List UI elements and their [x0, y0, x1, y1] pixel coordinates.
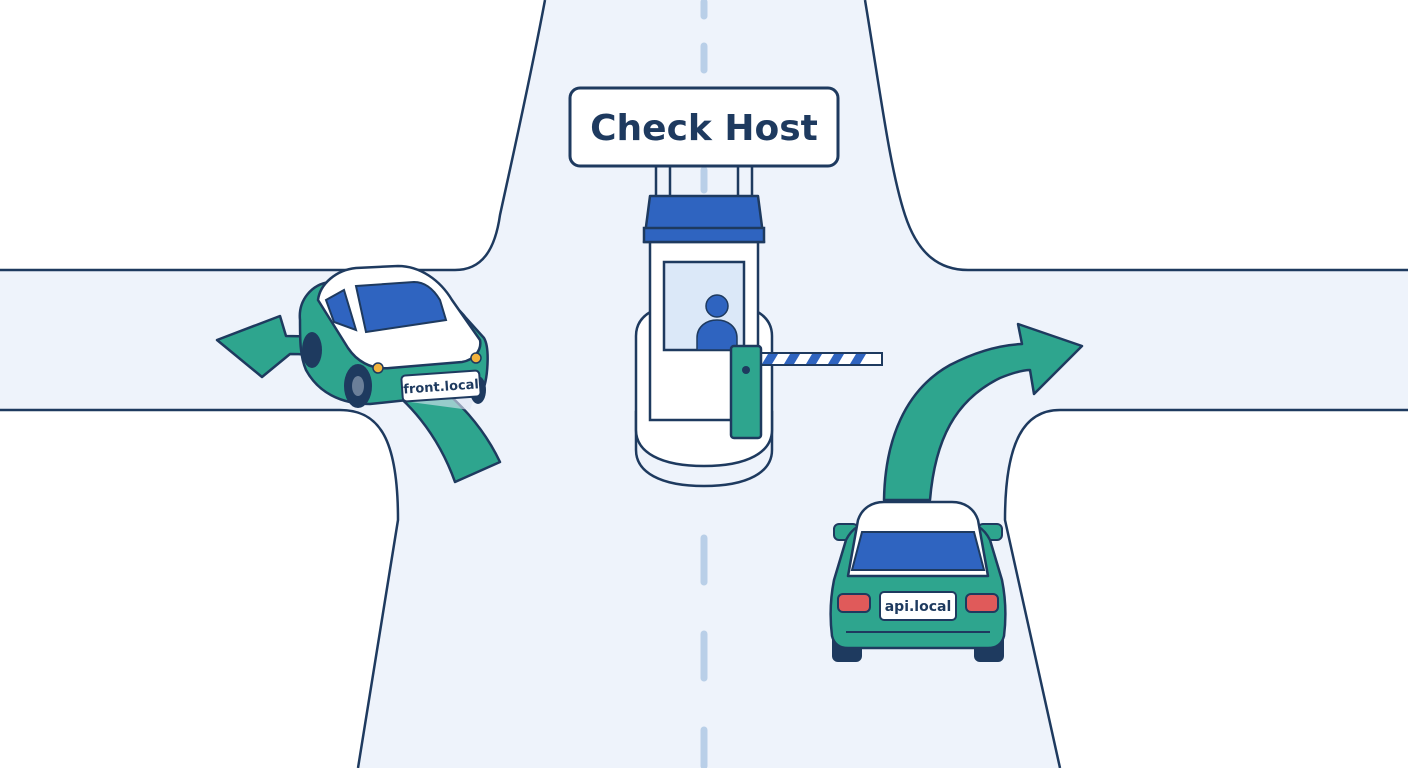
right-car-rear-window	[850, 531, 986, 571]
right-car-tail-light	[837, 593, 871, 613]
barrier-stripes	[762, 354, 866, 364]
right-car-plate	[879, 591, 957, 621]
sign-label: Check Host	[590, 108, 818, 149]
left-car-wheel-hub	[352, 376, 364, 396]
barrier-light	[742, 366, 750, 374]
road-edge-bottom-right	[1003, 408, 1408, 768]
road-edge-bottom-left	[0, 408, 400, 768]
left-car-headlight	[372, 362, 384, 374]
left-car-plate-text: front.local	[403, 377, 480, 397]
right-car: api.local	[829, 500, 1007, 662]
road-edge-top-left	[0, 0, 547, 272]
right-arrow-icon	[882, 322, 1084, 502]
attendant-body	[696, 319, 738, 351]
road-edge-top-right	[863, 0, 1408, 272]
booth-roof-band	[642, 226, 766, 244]
left-car-side-window	[324, 288, 358, 332]
sign-board	[568, 86, 840, 168]
left-car-windshield	[354, 280, 448, 334]
right-car-tail-light	[965, 593, 999, 613]
right-route-arrow	[882, 322, 1084, 502]
barrier-gate	[729, 344, 883, 440]
attendant-head	[705, 294, 729, 318]
barrier-post	[729, 344, 763, 440]
left-car: front.local	[298, 264, 489, 410]
left-car-wheel	[302, 332, 322, 368]
right-car-plate-text: api.local	[885, 599, 952, 615]
left-car-plate	[400, 369, 482, 403]
toll-booth	[634, 194, 774, 488]
left-car-headlight	[470, 352, 482, 364]
